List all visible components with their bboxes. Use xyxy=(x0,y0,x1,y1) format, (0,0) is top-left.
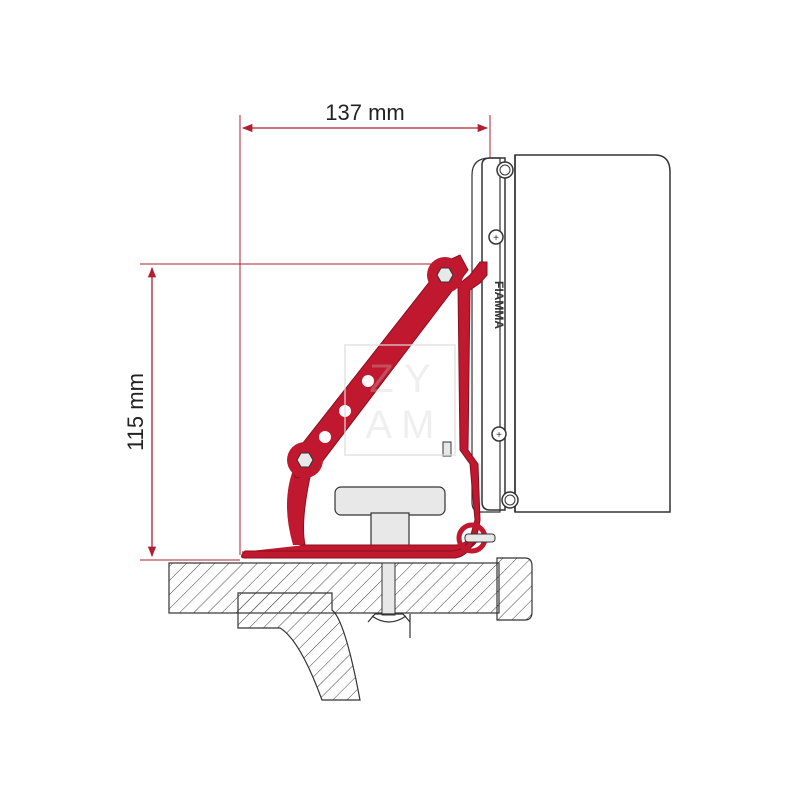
rail-section xyxy=(168,557,533,701)
width-label: 137 mm xyxy=(325,100,404,125)
width-dimension: 137 mm xyxy=(239,100,491,555)
svg-text:A M: A M xyxy=(366,403,435,447)
awning-cassette: + + FIAMMA xyxy=(471,154,671,513)
watermark: Z Y A M xyxy=(344,344,456,456)
brand-logo: FIAMMA xyxy=(492,281,506,329)
red-bracket xyxy=(241,254,496,559)
svg-text:Z Y: Z Y xyxy=(369,357,431,401)
screw-icon xyxy=(488,229,504,245)
height-dimension: 115 mm xyxy=(123,263,440,561)
screw-icon xyxy=(491,426,507,442)
svg-text:+: + xyxy=(496,430,502,441)
svg-text:+: + xyxy=(493,233,499,244)
height-label: 115 mm xyxy=(123,373,148,451)
